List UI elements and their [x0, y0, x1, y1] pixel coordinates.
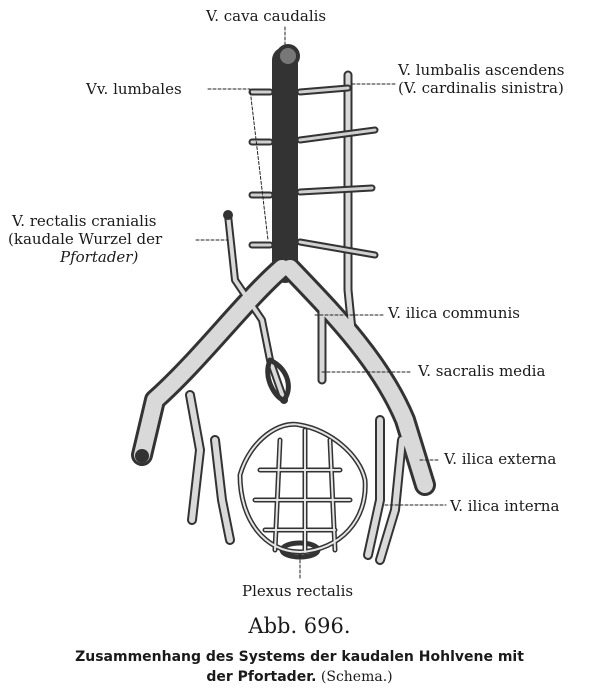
vein-fill — [134, 50, 433, 563]
label-sacralis-media: V. sacralis media — [418, 362, 546, 380]
label-kaudale-wurzel: (kaudale Wurzel der — [8, 230, 163, 248]
figure-caption: Zusammenhang des Systems der kaudalen Ho… — [0, 647, 599, 687]
label-pfortader: Pfortader) — [60, 248, 139, 266]
figure-number: Abb. 696. — [248, 614, 351, 638]
label-rectalis-cranialis: V. rectalis cranialis — [12, 212, 157, 230]
label-plexus-rectalis: Plexus rectalis — [242, 582, 354, 600]
label-ilica-externa: V. ilica externa — [444, 450, 557, 468]
label-ilica-communis: V. ilica communis — [388, 304, 520, 322]
lumbar-veins — [248, 84, 379, 259]
label-lumbalis-ascendens: V. lumbalis ascendens — [398, 61, 565, 79]
caption-line-1: Zusammenhang des Systems der kaudalen Ho… — [75, 649, 524, 665]
label-cardinalis-sinistra: (V. cardinalis sinistra) — [398, 79, 564, 97]
label-ilica-interna: V. ilica interna — [450, 497, 560, 515]
caption-line-2: der Pfortader. — [206, 669, 317, 685]
label-vv-lumbales: Vv. lumbales — [86, 80, 182, 98]
caption-schema: (Schema.) — [320, 669, 393, 685]
label-cava-caudalis: V. cava caudalis — [206, 7, 327, 25]
plexus-network — [237, 357, 368, 560]
